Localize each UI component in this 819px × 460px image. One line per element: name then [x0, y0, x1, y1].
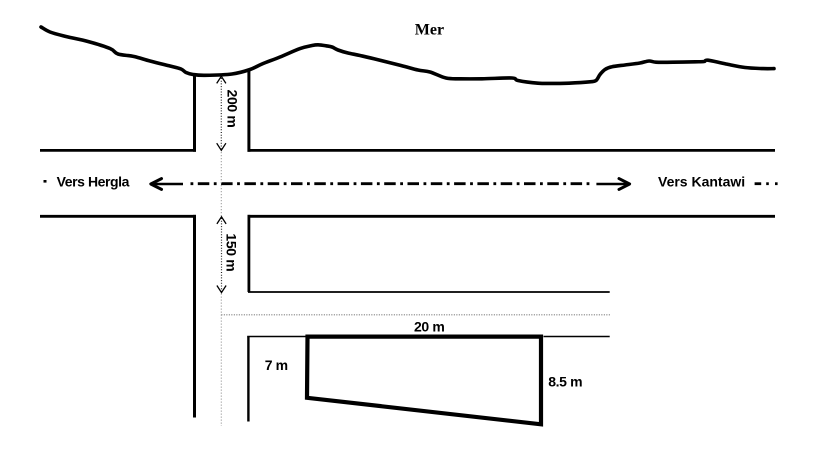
svg-text:150 m: 150 m — [224, 233, 240, 271]
svg-text:8.5 m: 8.5 m — [548, 373, 582, 389]
svg-text:Mer: Mer — [415, 22, 444, 39]
svg-text:20 m: 20 m — [414, 318, 445, 334]
svg-text:7 m: 7 m — [265, 357, 288, 373]
svg-text:200 m: 200 m — [224, 90, 240, 128]
svg-text:Vers Kantawi: Vers Kantawi — [658, 173, 745, 189]
svg-text:Vers Hergla: Vers Hergla — [57, 173, 130, 189]
